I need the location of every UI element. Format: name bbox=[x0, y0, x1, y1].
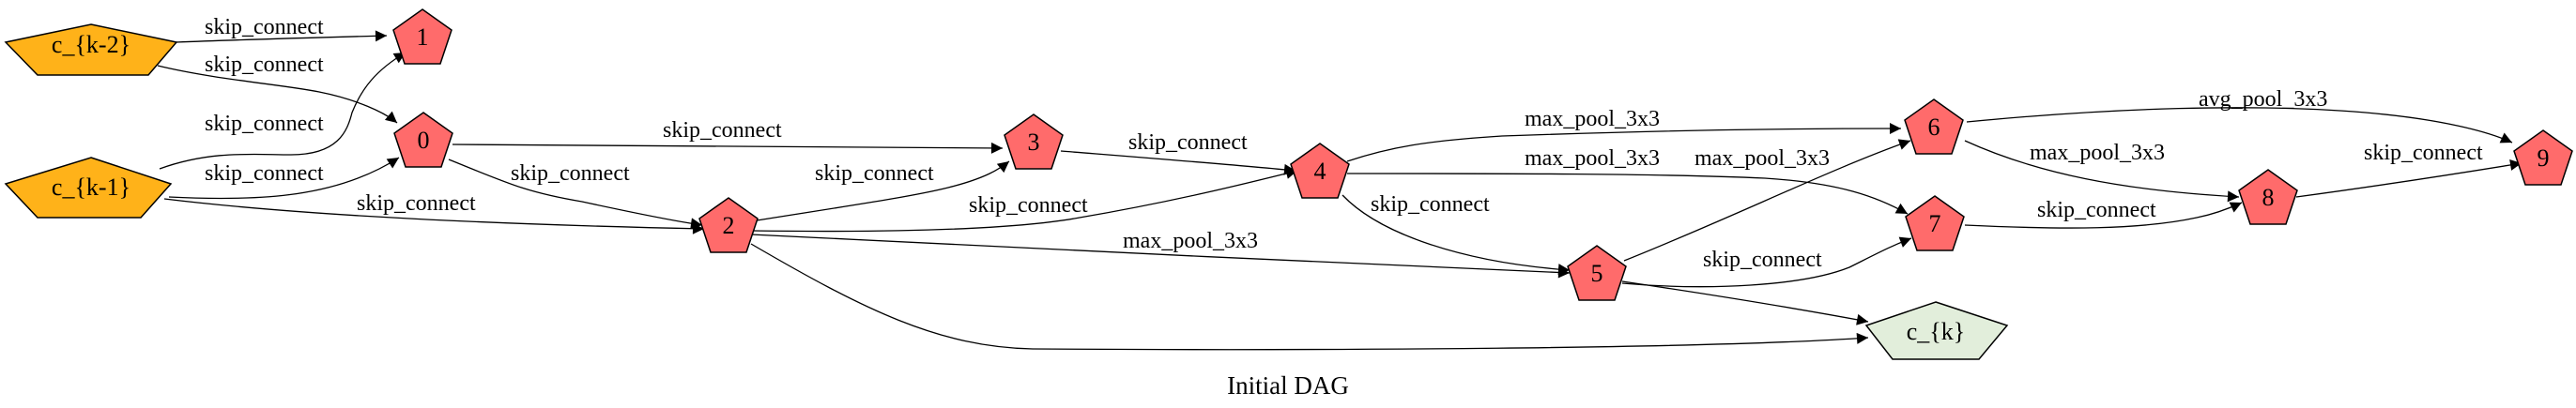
node-label: c_{k-2} bbox=[52, 31, 130, 58]
node-label: c_{k-1} bbox=[52, 174, 130, 201]
edge-label-4-6: max_pool_3x3 bbox=[1525, 107, 1660, 131]
edge-ck1-to-2 bbox=[163, 198, 705, 234]
edge-label-0-2: skip_connect bbox=[511, 161, 630, 186]
nodes: c_{k-2} c_{k-1} 1 0 2 3 4 bbox=[4, 8, 2573, 360]
node-0: 0 bbox=[393, 112, 453, 168]
edge-ck2-to-0 bbox=[157, 65, 398, 124]
edge-label-2-3: skip_connect bbox=[815, 161, 934, 186]
node-label: 4 bbox=[1314, 158, 1326, 185]
edge-6-to-9 bbox=[1966, 107, 2513, 144]
edge-label-ck2-1: skip_connect bbox=[205, 15, 324, 39]
edge-5-to-ck bbox=[1621, 280, 1869, 325]
node-9: 9 bbox=[2513, 129, 2573, 186]
edge-2-to-3 bbox=[750, 160, 1010, 222]
node-label: 8 bbox=[2262, 184, 2275, 211]
edge-4-to-6 bbox=[1346, 123, 1902, 162]
edge-5-to-6 bbox=[1623, 139, 1911, 262]
edge-label-6-8: max_pool_3x3 bbox=[2030, 141, 2165, 165]
edge-2-to-5 bbox=[750, 234, 1571, 279]
edge-0-to-3 bbox=[452, 142, 1004, 154]
edge-label-2-5: max_pool_3x3 bbox=[1123, 229, 1258, 253]
edge-label-ck1-0: skip_connect bbox=[205, 161, 324, 186]
node-c-k-1: c_{k-1} bbox=[4, 157, 173, 219]
node-2: 2 bbox=[698, 197, 759, 253]
edge-label-3-4: skip_connect bbox=[1128, 130, 1248, 155]
node-label: 1 bbox=[417, 23, 429, 51]
edge-label-ck2-0: skip_connect bbox=[205, 53, 324, 77]
edge-label-4-5: skip_connect bbox=[1371, 192, 1490, 217]
edge-labels: skip_connect skip_connect skip_connect s… bbox=[205, 15, 2483, 272]
node-6: 6 bbox=[1904, 98, 1964, 155]
edge-label-8-9: skip_connect bbox=[2364, 141, 2483, 165]
node-8: 8 bbox=[2238, 169, 2298, 225]
node-3: 3 bbox=[1004, 113, 1064, 170]
node-label: 6 bbox=[1928, 113, 1940, 141]
node-label: 7 bbox=[1929, 210, 1941, 237]
node-label: 5 bbox=[1591, 260, 1603, 287]
node-7: 7 bbox=[1905, 195, 1965, 251]
edge-5-to-7 bbox=[1621, 236, 1912, 288]
edge-label-4-7: max_pool_3x3 bbox=[1525, 146, 1660, 171]
edge-label-5-7: skip_connect bbox=[1703, 248, 1822, 272]
edge-label-6-9: avg_pool_3x3 bbox=[2199, 87, 2327, 112]
edge-label-ck1-2: skip_connect bbox=[357, 191, 476, 216]
node-c-k-2: c_{k-2} bbox=[4, 23, 178, 76]
node-5: 5 bbox=[1567, 245, 1627, 301]
edge-ck2-to-1 bbox=[176, 30, 388, 43]
edge-6-to-8 bbox=[1964, 140, 2240, 203]
edge-0-to-2 bbox=[448, 159, 703, 230]
edge-label-7-8: skip_connect bbox=[2037, 198, 2156, 222]
edge-4-to-5 bbox=[1342, 194, 1571, 276]
edge-8-to-9 bbox=[2295, 159, 2522, 198]
edges bbox=[157, 30, 2522, 351]
node-label: 2 bbox=[723, 212, 735, 239]
edge-3-to-4 bbox=[1060, 150, 1296, 175]
edge-ck1-to-0 bbox=[168, 157, 400, 200]
edge-2-to-ck bbox=[750, 243, 1869, 351]
edge-label-0-3: skip_connect bbox=[663, 118, 782, 143]
edge-label-5-6: max_pool_3x3 bbox=[1694, 146, 1830, 171]
node-label: 3 bbox=[1028, 128, 1040, 156]
edge-ck1-to-1 bbox=[159, 52, 406, 170]
edge-4-to-7 bbox=[1346, 173, 1909, 215]
edge-label-ck1-1: skip_connect bbox=[205, 112, 324, 136]
node-label: c_{k} bbox=[1907, 318, 1966, 345]
diagram-caption: Initial DAG bbox=[1227, 371, 1349, 400]
node-label: 9 bbox=[2538, 144, 2550, 172]
node-1: 1 bbox=[392, 8, 452, 65]
node-c-k: c_{k} bbox=[1864, 301, 2009, 360]
node-4: 4 bbox=[1290, 143, 1350, 199]
edge-label-2-4: skip_connect bbox=[969, 193, 1088, 218]
edge-2-to-4 bbox=[750, 168, 1298, 233]
node-label: 0 bbox=[418, 127, 430, 154]
edge-7-to-8 bbox=[1964, 202, 2243, 229]
